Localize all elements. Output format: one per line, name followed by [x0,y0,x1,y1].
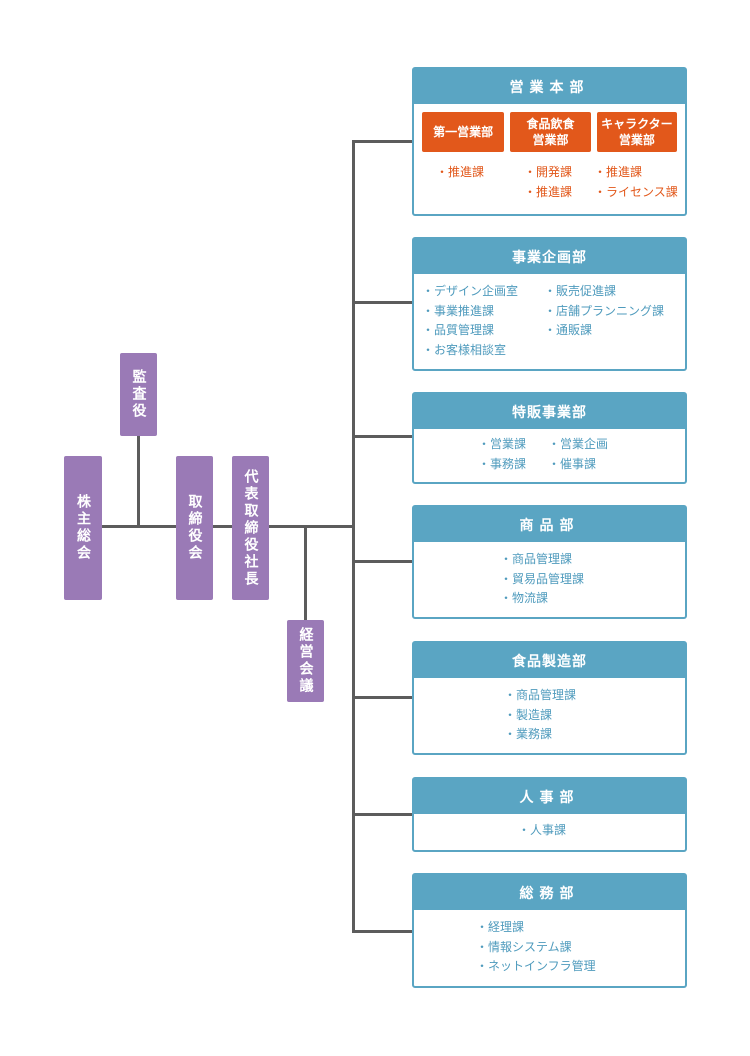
section-item: 店舗プランニング課 [544,302,664,322]
section-item: 営業企画 [548,435,608,455]
character-sales-sections: 推進課 ライセンス課 [594,162,678,202]
node-management-meeting-label: 経営会議 [297,627,314,695]
section-item: 業務課 [504,725,576,745]
dept-planning-title: 事業企画部 [414,239,685,274]
section-item: 営業課 [478,435,526,455]
dept-products: 商品部 商品管理課 貿易品管理課 物流課 [412,505,687,619]
connector-branch-planning [352,301,413,304]
section-item: デザイン企画室 [422,282,518,302]
dept-products-title: 商品部 [414,507,685,542]
special-sales-left-column: 営業課 事務課 [478,435,526,474]
sub-dept-character-sales: キャラクター 営業部 [596,112,678,152]
dept-special-sales-title: 特販事業部 [414,394,685,429]
sales-hq-sub-row: 第一営業部 食品飲食 営業部 キャラクター 営業部 [414,104,685,152]
section-item: 製造課 [504,706,576,726]
connector-trunk-vertical [352,140,355,933]
section-item: 販売促進課 [544,282,664,302]
node-board: 取締役会 [176,456,213,600]
connector-branch-general [352,930,413,933]
dept-food-mfg: 食品製造部 商品管理課 製造課 業務課 [412,641,687,755]
dept-planning: 事業企画部 デザイン企画室 事業推進課 品質管理課 お客様相談室 販売促進課 店… [412,237,687,371]
section-item: 商品管理課 [500,550,584,570]
special-sales-sections: 営業課 事務課 営業企画 催事課 [414,429,685,482]
connector-branch-special-sales [352,435,413,438]
special-sales-right-column: 営業企画 催事課 [548,435,608,474]
hr-sections: 人事課 [414,814,685,850]
section-item: 推進課 [436,162,484,182]
node-shareholders: 株主総会 [64,456,102,600]
products-column: 商品管理課 貿易品管理課 物流課 [500,550,584,609]
sales-hq-sections: 推進課 開発課 推進課 推進課 ライセンス課 [414,152,685,212]
products-sections: 商品管理課 貿易品管理課 物流課 [414,542,685,617]
connector-auditor [137,434,140,527]
section-item: 推進課 [524,182,572,202]
food-mfg-column: 商品管理課 製造課 業務課 [504,686,576,745]
dept-sales-hq: 営業本部 第一営業部 食品飲食 営業部 キャラクター 営業部 推進課 開発課 推… [412,67,687,216]
node-auditor-label: 監査役 [130,369,147,420]
dept-sales-hq-title: 営業本部 [414,69,685,104]
section-item: 事業推進課 [422,302,518,322]
general-column: 経理課 情報システム課 ネットインフラ管理 [476,918,596,977]
dept-special-sales: 特販事業部 営業課 事務課 営業企画 催事課 [412,392,687,484]
first-sales-sections: 推進課 [436,162,484,182]
hr-column: 人事課 [518,821,566,841]
section-item: 推進課 [594,162,678,182]
planning-right-column: 販売促進課 店舗プランニング課 通販課 [544,282,664,341]
food-mfg-sections: 商品管理課 製造課 業務課 [414,678,685,753]
node-ceo-label: 代表取締役社長 [242,468,259,588]
section-item: 物流課 [500,589,584,609]
sub-dept-food-sales-line1: 食品飲食 [526,117,575,131]
connector-main-horizontal [100,525,354,528]
node-board-label: 取締役会 [186,494,203,562]
general-sections: 経理課 情報システム課 ネットインフラ管理 [414,910,685,986]
dept-hr-title: 人事部 [414,779,685,814]
connector-branch-sales-hq [352,140,413,143]
section-item: 貿易品管理課 [500,570,584,590]
planning-left-column: デザイン企画室 事業推進課 品質管理課 お客様相談室 [422,282,518,360]
section-item: お客様相談室 [422,341,518,361]
node-management-meeting: 経営会議 [287,620,324,702]
connector-management-meeting [304,526,307,624]
node-auditor: 監査役 [120,353,157,436]
sub-dept-character-sales-line2: 営業部 [618,133,655,147]
section-item: ネットインフラ管理 [476,957,596,977]
section-item: 情報システム課 [476,938,596,958]
sub-dept-first-sales-label: 第一営業部 [433,125,494,139]
sub-dept-food-sales: 食品飲食 営業部 [510,112,591,152]
section-item: 開発課 [524,162,572,182]
sub-dept-first-sales: 第一営業部 [422,112,505,152]
section-item: 商品管理課 [504,686,576,706]
section-item: 経理課 [476,918,596,938]
connector-branch-hr [352,813,413,816]
food-sales-sections: 開発課 推進課 [524,162,572,202]
section-item: 事務課 [478,455,526,475]
planning-sections: デザイン企画室 事業推進課 品質管理課 お客様相談室 販売促進課 店舗プランニン… [414,274,685,369]
section-item: 人事課 [518,821,566,841]
connector-branch-products [352,560,413,563]
connector-branch-food-mfg [352,696,413,699]
node-shareholders-label: 株主総会 [75,494,91,562]
dept-food-mfg-title: 食品製造部 [414,643,685,678]
sub-dept-character-sales-line1: キャラクター [601,117,673,131]
node-ceo: 代表取締役社長 [232,456,269,600]
section-item: ライセンス課 [594,182,678,202]
section-item: 催事課 [548,455,608,475]
section-item: 通販課 [544,321,664,341]
dept-general-title: 総務部 [414,875,685,910]
sub-dept-food-sales-line2: 営業部 [532,133,569,147]
dept-general: 総務部 経理課 情報システム課 ネットインフラ管理 [412,873,687,988]
section-item: 品質管理課 [422,321,518,341]
dept-hr: 人事部 人事課 [412,777,687,852]
